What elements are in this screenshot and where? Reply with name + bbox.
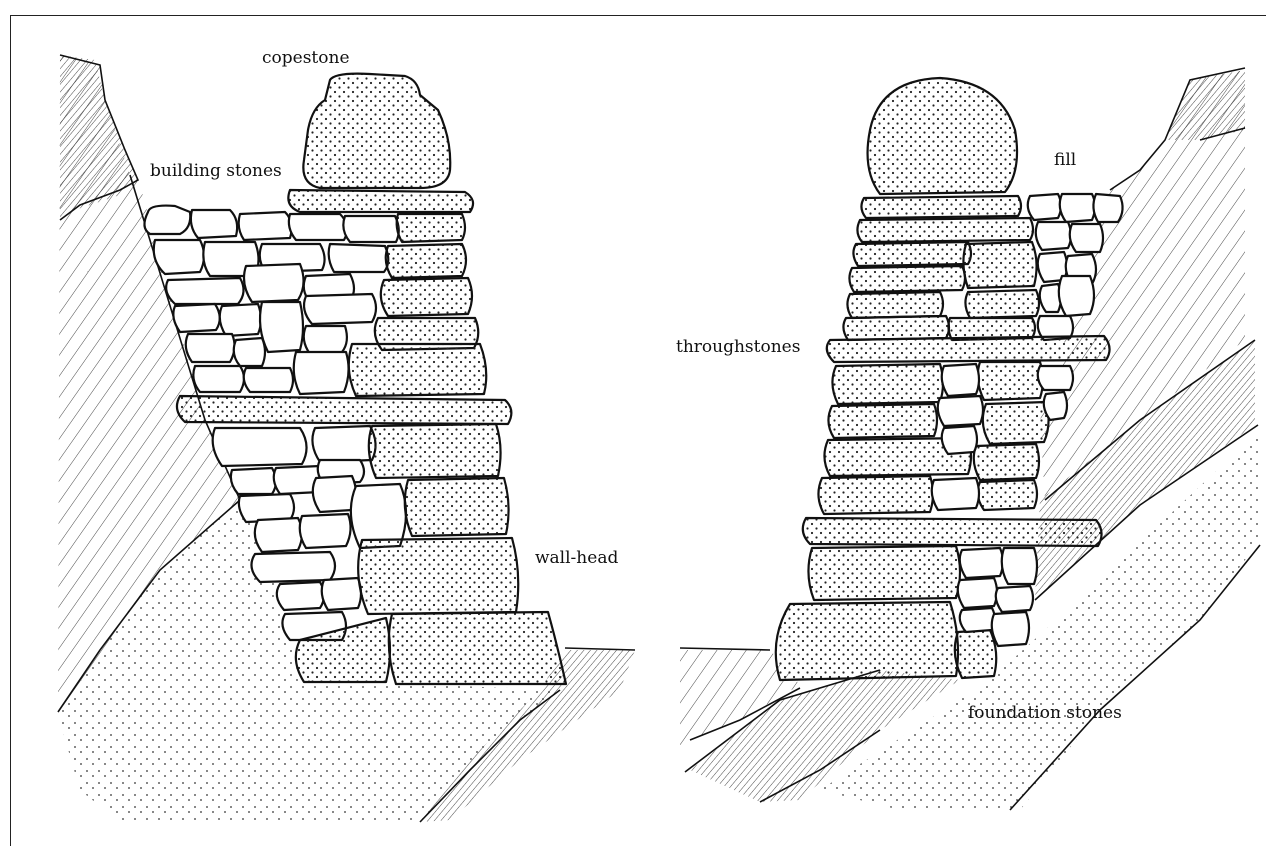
left-top-long-stone: [288, 190, 473, 212]
label-fill: fill: [1054, 152, 1076, 169]
right-dotted-courses: [843, 196, 1039, 340]
label-copestone: copestone: [262, 50, 350, 67]
label-wall-head: wall-head: [535, 550, 618, 567]
label-foundation-stones: foundation stones: [968, 705, 1122, 722]
left-throughstone: [177, 396, 511, 424]
right-lower-rubble: [958, 548, 1037, 646]
left-copestone: [303, 74, 450, 188]
label-throughstones: throughstones: [676, 339, 800, 356]
right-upper-hatch-dense: [1165, 70, 1245, 140]
right-upper-throughstone: [827, 336, 1110, 362]
label-building-stones: building stones: [150, 163, 282, 180]
right-lower-throughstone: [803, 518, 1102, 546]
right-copestone: [868, 78, 1018, 194]
